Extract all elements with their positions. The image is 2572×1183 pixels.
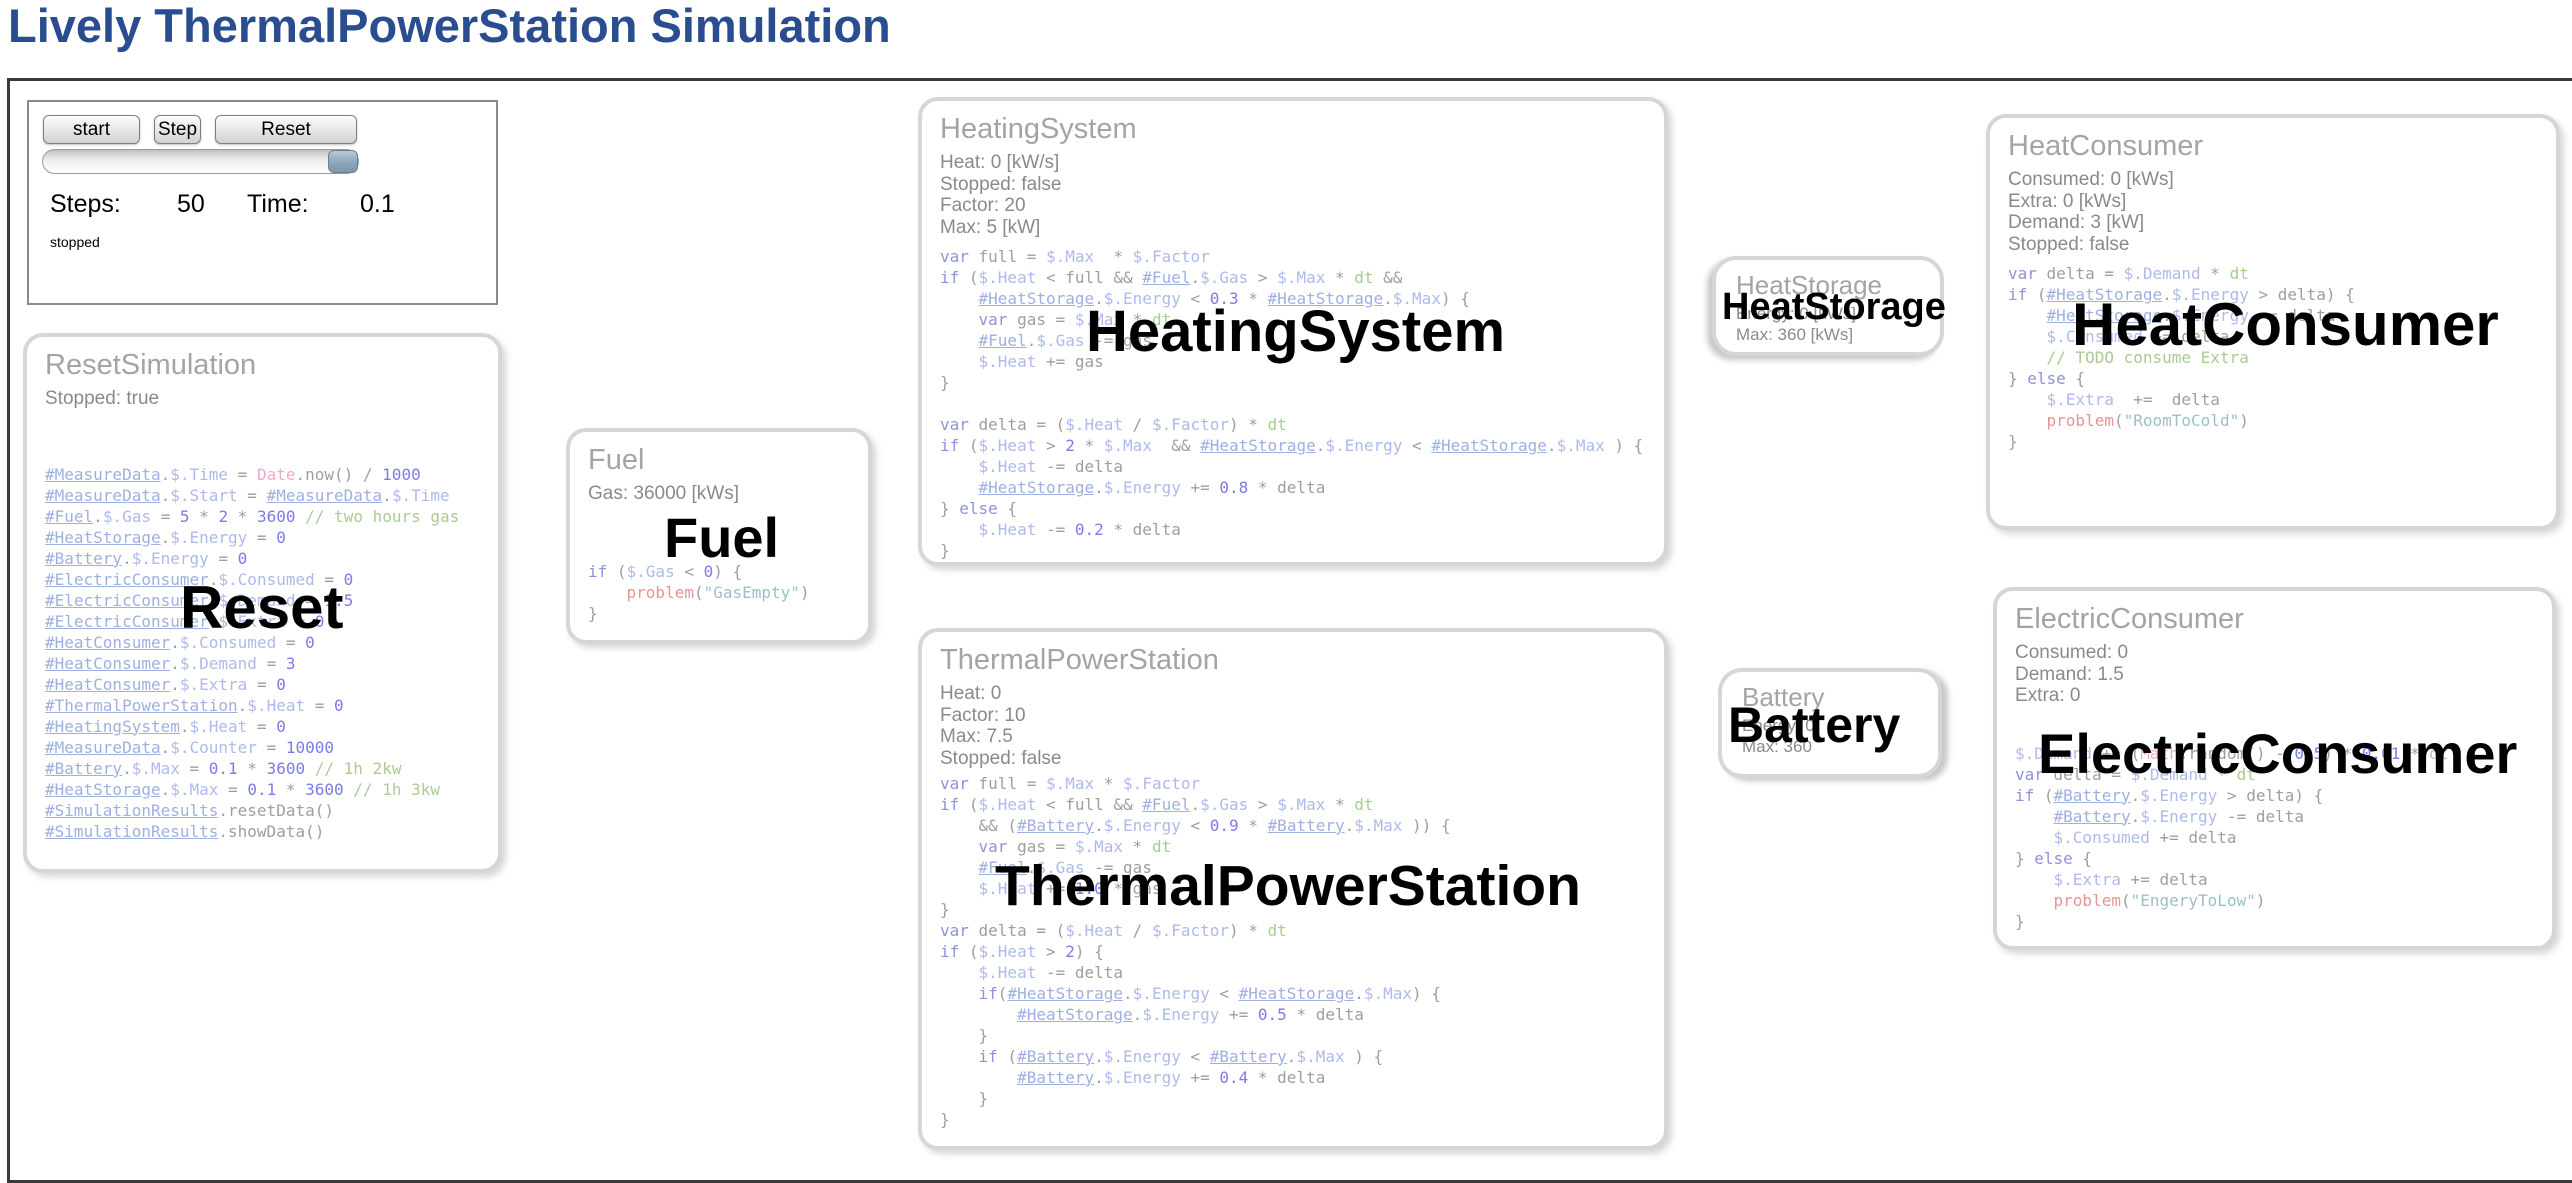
panel-battery[interactable]: Battery Energy: 0 Max: 360 — [1718, 668, 1942, 778]
overlay-label-thermal-power-station: ThermalPowerStation — [995, 854, 1581, 918]
code-editor[interactable]: if ($.Gas < 0) { problem("GasEmpty") } — [588, 561, 810, 623]
panel-title: HeatingSystem — [940, 113, 1137, 145]
panel-title: ElectricConsumer — [2015, 603, 2244, 635]
panel-title: ResetSimulation — [45, 349, 257, 381]
overlay-label-heat-storage: HeatStorage — [1722, 286, 1946, 328]
panel-stats: Energy: 0 Max: 360 — [1742, 716, 1815, 756]
slider-knob[interactable] — [328, 150, 358, 173]
overlay-label-heating-system: HeatingSystem — [1086, 299, 1506, 364]
overlay-label-reset: Reset — [180, 574, 344, 641]
panel-fuel[interactable]: Fuel Gas: 36000 [kWs] if ($.Gas < 0) { p… — [566, 428, 872, 644]
panel-electric-consumer[interactable]: ElectricConsumer Consumed: 0 Demand: 1.5… — [1993, 587, 2556, 950]
panel-stats: Stopped: true — [45, 388, 160, 409]
steps-value: 50 — [177, 190, 205, 218]
steps-label: Steps: — [50, 190, 121, 218]
panel-heating-system[interactable]: HeatingSystem Heat: 0 [kW/s] Stopped: fa… — [918, 97, 1668, 566]
time-value: 0.1 — [360, 190, 395, 218]
code-editor[interactable]: $.Demand += (Math.random() - 0.5) * 0.01… — [2015, 743, 2449, 931]
control-panel[interactable]: start Step Reset Steps: 50 Time: 0.1 sto… — [27, 100, 498, 305]
panel-title: ThermalPowerStation — [940, 644, 1219, 676]
start-button[interactable]: start — [43, 115, 140, 144]
panel-title: HeatConsumer — [2008, 130, 2204, 162]
panel-reset-simulation[interactable]: ResetSimulation Stopped: true #MeasureDa… — [23, 333, 502, 873]
code-editor[interactable]: var delta = $.Demand * dt if (#HeatStora… — [2008, 264, 2355, 451]
panel-title: Battery — [1742, 682, 1825, 712]
overlay-label-battery: Battery — [1728, 697, 1901, 753]
code-editor[interactable]: #MeasureData.$.Time = Date.now() / 1000 … — [45, 464, 460, 841]
overlay-label-electric-consumer: ElectricConsumer — [2038, 722, 2518, 785]
panel-stats: Gas: 36000 [kWs] — [588, 483, 740, 504]
panel-title: Fuel — [588, 444, 645, 476]
code-editor[interactable]: var full = $.Max * $.Factor if ($.Heat <… — [940, 774, 1451, 1129]
code-editor[interactable]: var full = $.Max * $.Factor if ($.Heat <… — [940, 247, 1644, 560]
reset-button[interactable]: Reset — [215, 115, 357, 144]
status-text: stopped — [50, 234, 100, 250]
panel-heat-storage[interactable]: HeatStorage Energy: 0 [kWs] Max: 360 [kW… — [1712, 256, 1944, 356]
panel-stats: Consumed: 0 [kWs] Extra: 0 [kWs] Demand:… — [2008, 169, 2174, 255]
speed-slider[interactable] — [42, 149, 359, 174]
panel-thermal-power-station[interactable]: ThermalPowerStation Heat: 0 Factor: 10 M… — [918, 628, 1668, 1150]
panel-stats: Consumed: 0 Demand: 1.5 Extra: 0 — [2015, 642, 2129, 706]
time-label: Time: — [247, 190, 309, 218]
panel-title: HeatStorage — [1736, 270, 1882, 300]
overlay-label-heat-consumer: HeatConsumer — [2072, 291, 2499, 358]
panel-heat-consumer[interactable]: HeatConsumer Consumed: 0 [kWs] Extra: 0 … — [1986, 114, 2560, 530]
panel-stats: Heat: 0 [kW/s] Stopped: false Factor: 20… — [940, 152, 1062, 238]
counters-row: Steps: 50 Time: 0.1 — [29, 190, 496, 220]
panel-stats: Energy: 0 [kWs] Max: 360 [kWs] — [1736, 304, 1856, 344]
step-button[interactable]: Step — [154, 115, 201, 144]
panel-stats: Heat: 0 Factor: 10 Max: 7.5 Stopped: fal… — [940, 683, 1062, 769]
page-title: Lively ThermalPowerStation Simulation — [8, 0, 891, 52]
overlay-label-fuel: Fuel — [664, 506, 780, 569]
